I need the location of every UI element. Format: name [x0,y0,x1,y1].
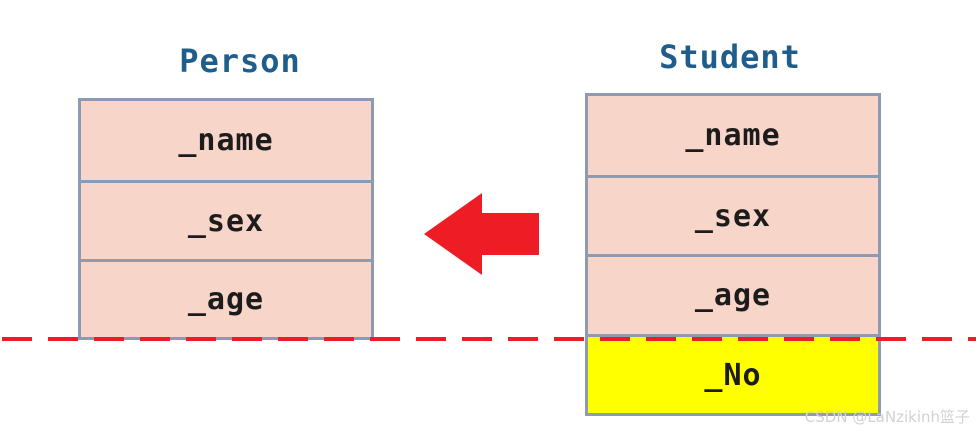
student-title: Student [659,38,801,76]
student-field-sex: _sex [585,175,881,257]
student-field-name-label: _name [685,118,781,153]
student-field-age-label: _age [694,278,772,313]
student-field-no: _No [585,334,881,416]
person-field-age: _age [78,259,374,340]
student-field-sex-label: _sex [694,198,772,234]
watermark: CSDN @LaNzikinh篮子 [804,408,970,426]
person-field-sex: _sex [78,180,374,262]
arrow-shape [424,193,539,275]
student-struct: _name _sex _age _No [585,93,881,416]
person-field-sex-label: _sex [187,203,265,239]
person-title: Person [179,42,301,80]
student-field-no-label: _No [704,357,762,393]
left-arrow-icon [424,193,539,275]
dashed-boundary-line [2,337,976,341]
student-field-name: _name [585,93,881,178]
person-field-age-label: _age [187,282,265,317]
person-struct: _name _sex _age [78,98,374,340]
person-field-name: _name [78,98,374,183]
student-field-age: _age [585,254,881,337]
person-field-name-label: _name [178,123,274,158]
